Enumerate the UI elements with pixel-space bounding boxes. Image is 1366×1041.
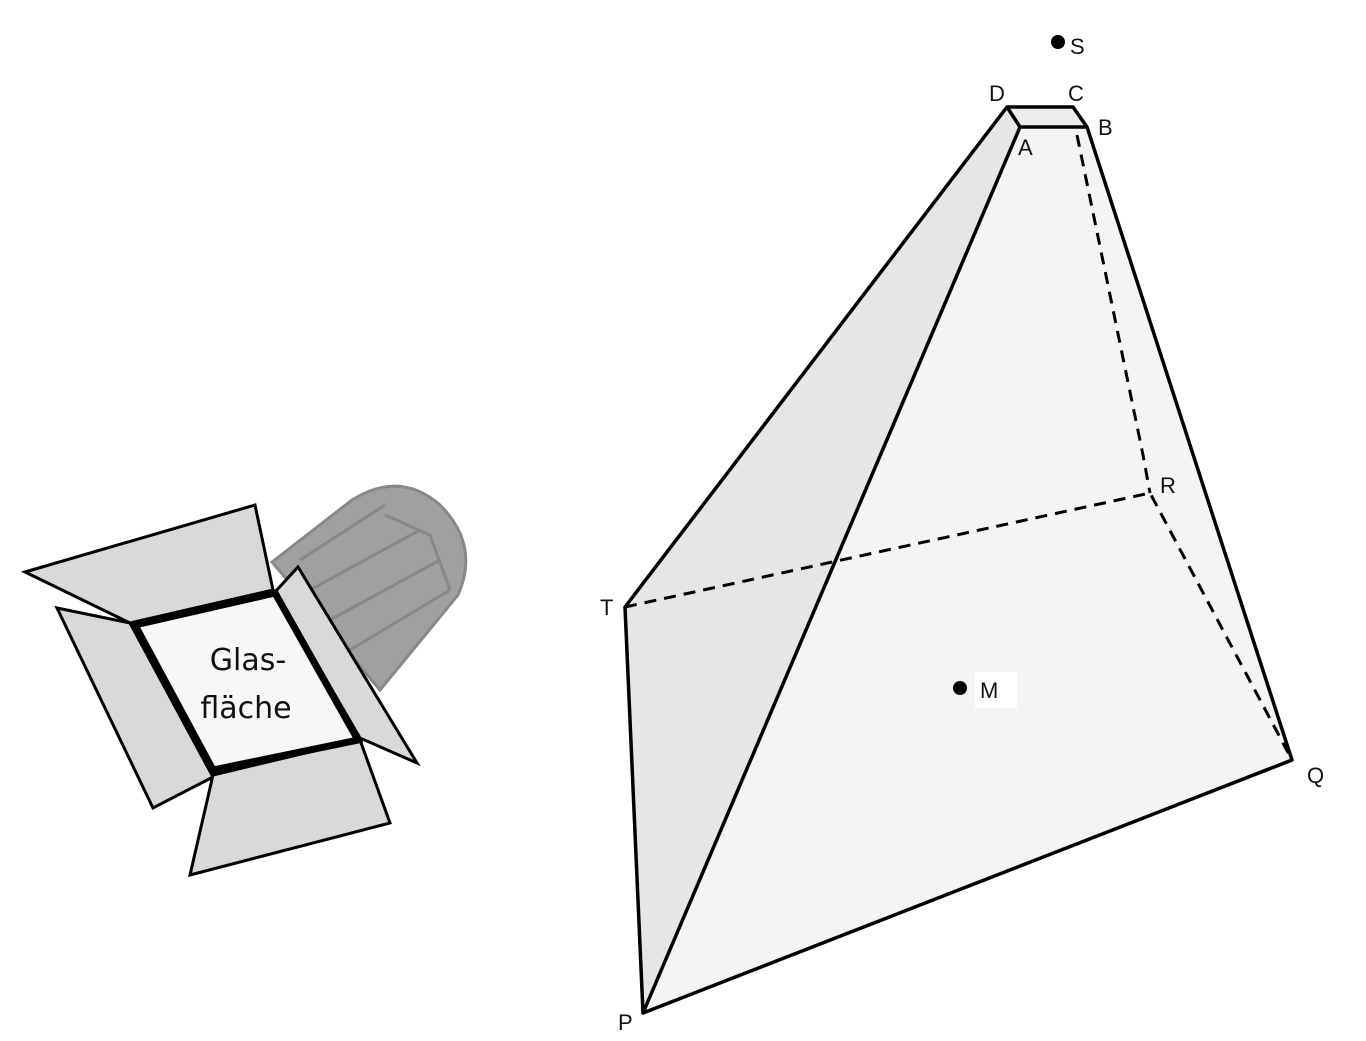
label-c: C (1068, 81, 1084, 106)
left-face (625, 107, 1020, 1013)
point-m-dot (953, 681, 967, 695)
solid: S D C A B R T M Q P (600, 34, 1324, 1035)
glass-label-line2: fläche (200, 691, 291, 726)
label-t: T (600, 595, 613, 620)
glass-label-line1: Glas- (210, 643, 286, 678)
lamp-cylinder (269, 484, 468, 693)
label-s: S (1070, 34, 1085, 59)
top-face (1007, 107, 1087, 127)
point-s-dot (1051, 35, 1065, 49)
lamp-cylinder-ribs (299, 503, 452, 652)
label-m: M (980, 678, 998, 703)
front-face (643, 127, 1292, 1013)
m-label-bg (975, 672, 1017, 708)
label-q: Q (1307, 763, 1324, 788)
lamp: Glas- fläche (20, 484, 468, 878)
label-d: D (989, 81, 1005, 106)
label-p: P (618, 1010, 633, 1035)
hidden-edges (624, 134, 1294, 761)
visible-edges (623, 105, 1294, 1015)
label-a: A (1018, 135, 1033, 160)
label-b: B (1098, 115, 1113, 140)
lamp-glass (129, 589, 364, 774)
label-r: R (1160, 473, 1176, 498)
